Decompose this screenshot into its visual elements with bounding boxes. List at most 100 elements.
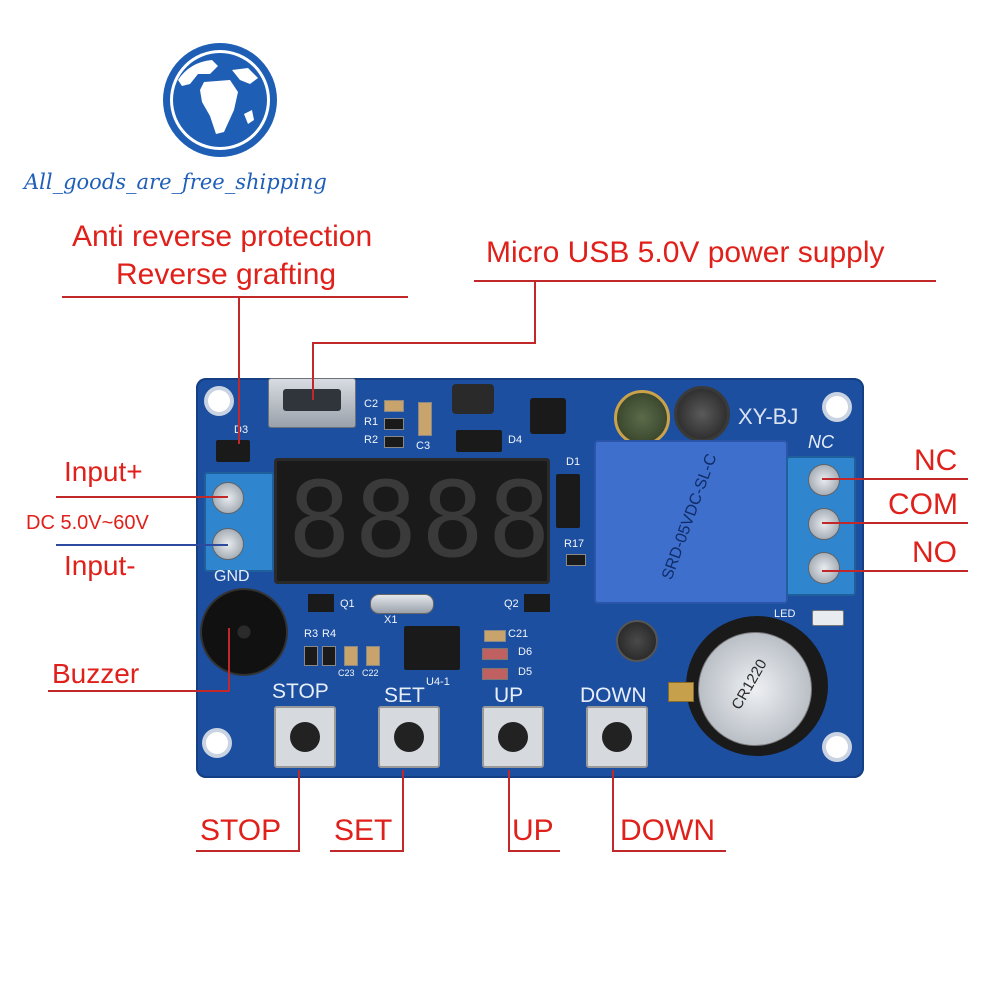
relay-label: SRD-05VDC-SL-C bbox=[604, 448, 774, 592]
smd-c23 bbox=[344, 646, 358, 666]
label-r2: R2 bbox=[364, 434, 379, 446]
capacitor-1 bbox=[614, 390, 670, 446]
label-led: LED bbox=[774, 608, 796, 620]
callout-down: DOWN bbox=[620, 814, 715, 847]
regulator-ic bbox=[530, 398, 566, 434]
callout-buzzer: Buzzer bbox=[52, 658, 140, 689]
input-plus-screw bbox=[212, 482, 244, 514]
microcontroller-ic bbox=[404, 626, 460, 670]
leader-set-v bbox=[402, 770, 404, 850]
mount-hole-bottom-right bbox=[826, 736, 848, 758]
diode-d1 bbox=[556, 474, 580, 528]
callout-set: SET bbox=[334, 814, 393, 847]
smd-r2 bbox=[384, 436, 404, 448]
leader-input-minus bbox=[56, 544, 228, 546]
leader-down-v bbox=[612, 770, 614, 850]
board-model: XY-BJ bbox=[738, 404, 799, 429]
diode-d3 bbox=[216, 440, 250, 462]
callout-micro-usb: Micro USB 5.0V power supply bbox=[486, 236, 885, 269]
callout-dc-range: DC 5.0V~60V bbox=[26, 512, 149, 534]
callout-input-plus: Input+ bbox=[64, 456, 143, 487]
leader-anti-reverse-v bbox=[238, 296, 240, 444]
callout-stop: STOP bbox=[200, 814, 282, 847]
leader-down-h bbox=[612, 850, 726, 852]
label-x1: X1 bbox=[384, 614, 398, 626]
label-q2: Q2 bbox=[504, 598, 519, 610]
leader-usb-v2 bbox=[312, 342, 314, 400]
smd-c21 bbox=[484, 630, 506, 642]
smd-c3 bbox=[418, 402, 432, 436]
callout-nc: NC bbox=[914, 444, 958, 477]
buzzer bbox=[200, 588, 288, 676]
diode-d6 bbox=[482, 648, 508, 660]
label-c2: C2 bbox=[364, 398, 379, 410]
battery-cell bbox=[698, 632, 812, 746]
transistor-q2 bbox=[524, 594, 550, 612]
seven-segment-display: 8888 bbox=[274, 458, 550, 584]
callout-up: UP bbox=[512, 814, 554, 847]
mount-hole-top-left bbox=[208, 390, 230, 412]
leader-usb-h1 bbox=[474, 280, 936, 282]
diode-d5 bbox=[482, 668, 508, 680]
diode-d4 bbox=[456, 430, 502, 452]
transistor-q1 bbox=[308, 594, 334, 612]
leader-usb-v1 bbox=[534, 280, 536, 342]
board-nc-label: NC bbox=[808, 432, 834, 452]
globe-icon bbox=[163, 43, 277, 157]
leader-buzzer-v bbox=[228, 628, 230, 692]
label-c23: C23 bbox=[338, 668, 355, 678]
leader-usb-h2 bbox=[312, 342, 536, 344]
capacitor-2 bbox=[674, 386, 730, 442]
mount-hole-bottom-left bbox=[206, 732, 228, 754]
label-d1: D1 bbox=[566, 456, 581, 468]
nc-screw bbox=[808, 464, 840, 496]
label-d6: D6 bbox=[518, 646, 533, 658]
logo bbox=[160, 40, 280, 160]
label-d5: D5 bbox=[518, 666, 533, 678]
label-c21: C21 bbox=[508, 628, 529, 640]
callout-com: COM bbox=[888, 488, 958, 521]
up-button[interactable] bbox=[482, 706, 544, 768]
board-gnd-label: GND bbox=[214, 568, 250, 585]
leader-stop-h bbox=[196, 850, 300, 852]
callout-no: NO bbox=[912, 536, 957, 569]
set-button[interactable] bbox=[378, 706, 440, 768]
smd-c2 bbox=[384, 400, 404, 412]
label-d3: D3 bbox=[234, 424, 249, 436]
label-c22: C22 bbox=[362, 668, 379, 678]
leader-no bbox=[822, 570, 968, 572]
relay-model-text: SRD-05VDC-SL-C bbox=[659, 451, 721, 582]
leader-up-h bbox=[508, 850, 560, 852]
status-led bbox=[812, 610, 844, 626]
battery-tab bbox=[668, 682, 694, 702]
leader-nc bbox=[822, 478, 968, 480]
board-btn-set-label: SET bbox=[384, 684, 425, 707]
leader-com bbox=[822, 522, 968, 524]
label-r17: R17 bbox=[564, 538, 585, 550]
smd-r1 bbox=[384, 418, 404, 430]
label-c3: C3 bbox=[416, 440, 431, 452]
logo-text: All_goods_are_free_shipping bbox=[24, 170, 327, 194]
inductor bbox=[452, 384, 494, 414]
label-u4-1: U4-1 bbox=[426, 676, 450, 688]
smd-r4 bbox=[322, 646, 336, 666]
callout-input-minus: Input- bbox=[64, 550, 136, 581]
leader-anti-reverse-h bbox=[62, 296, 408, 298]
smd-r17 bbox=[566, 554, 586, 566]
callout-anti-reverse-line1: Anti reverse protection bbox=[72, 220, 373, 253]
label-d4: D4 bbox=[508, 434, 523, 446]
down-button[interactable] bbox=[586, 706, 648, 768]
crystal-x1 bbox=[370, 594, 434, 614]
label-q1: Q1 bbox=[340, 598, 355, 610]
board-btn-stop-label: STOP bbox=[272, 680, 329, 703]
smd-r3 bbox=[304, 646, 318, 666]
leader-input-plus bbox=[56, 496, 228, 498]
callout-anti-reverse-line2: Reverse grafting bbox=[116, 258, 337, 291]
leader-buzzer-h bbox=[48, 690, 230, 692]
board-btn-up-label: UP bbox=[494, 684, 524, 707]
stop-button[interactable] bbox=[274, 706, 336, 768]
label-r1: R1 bbox=[364, 416, 379, 428]
no-screw bbox=[808, 552, 840, 584]
relay: SRD-05VDC-SL-C bbox=[594, 440, 788, 604]
leader-set-h bbox=[330, 850, 404, 852]
